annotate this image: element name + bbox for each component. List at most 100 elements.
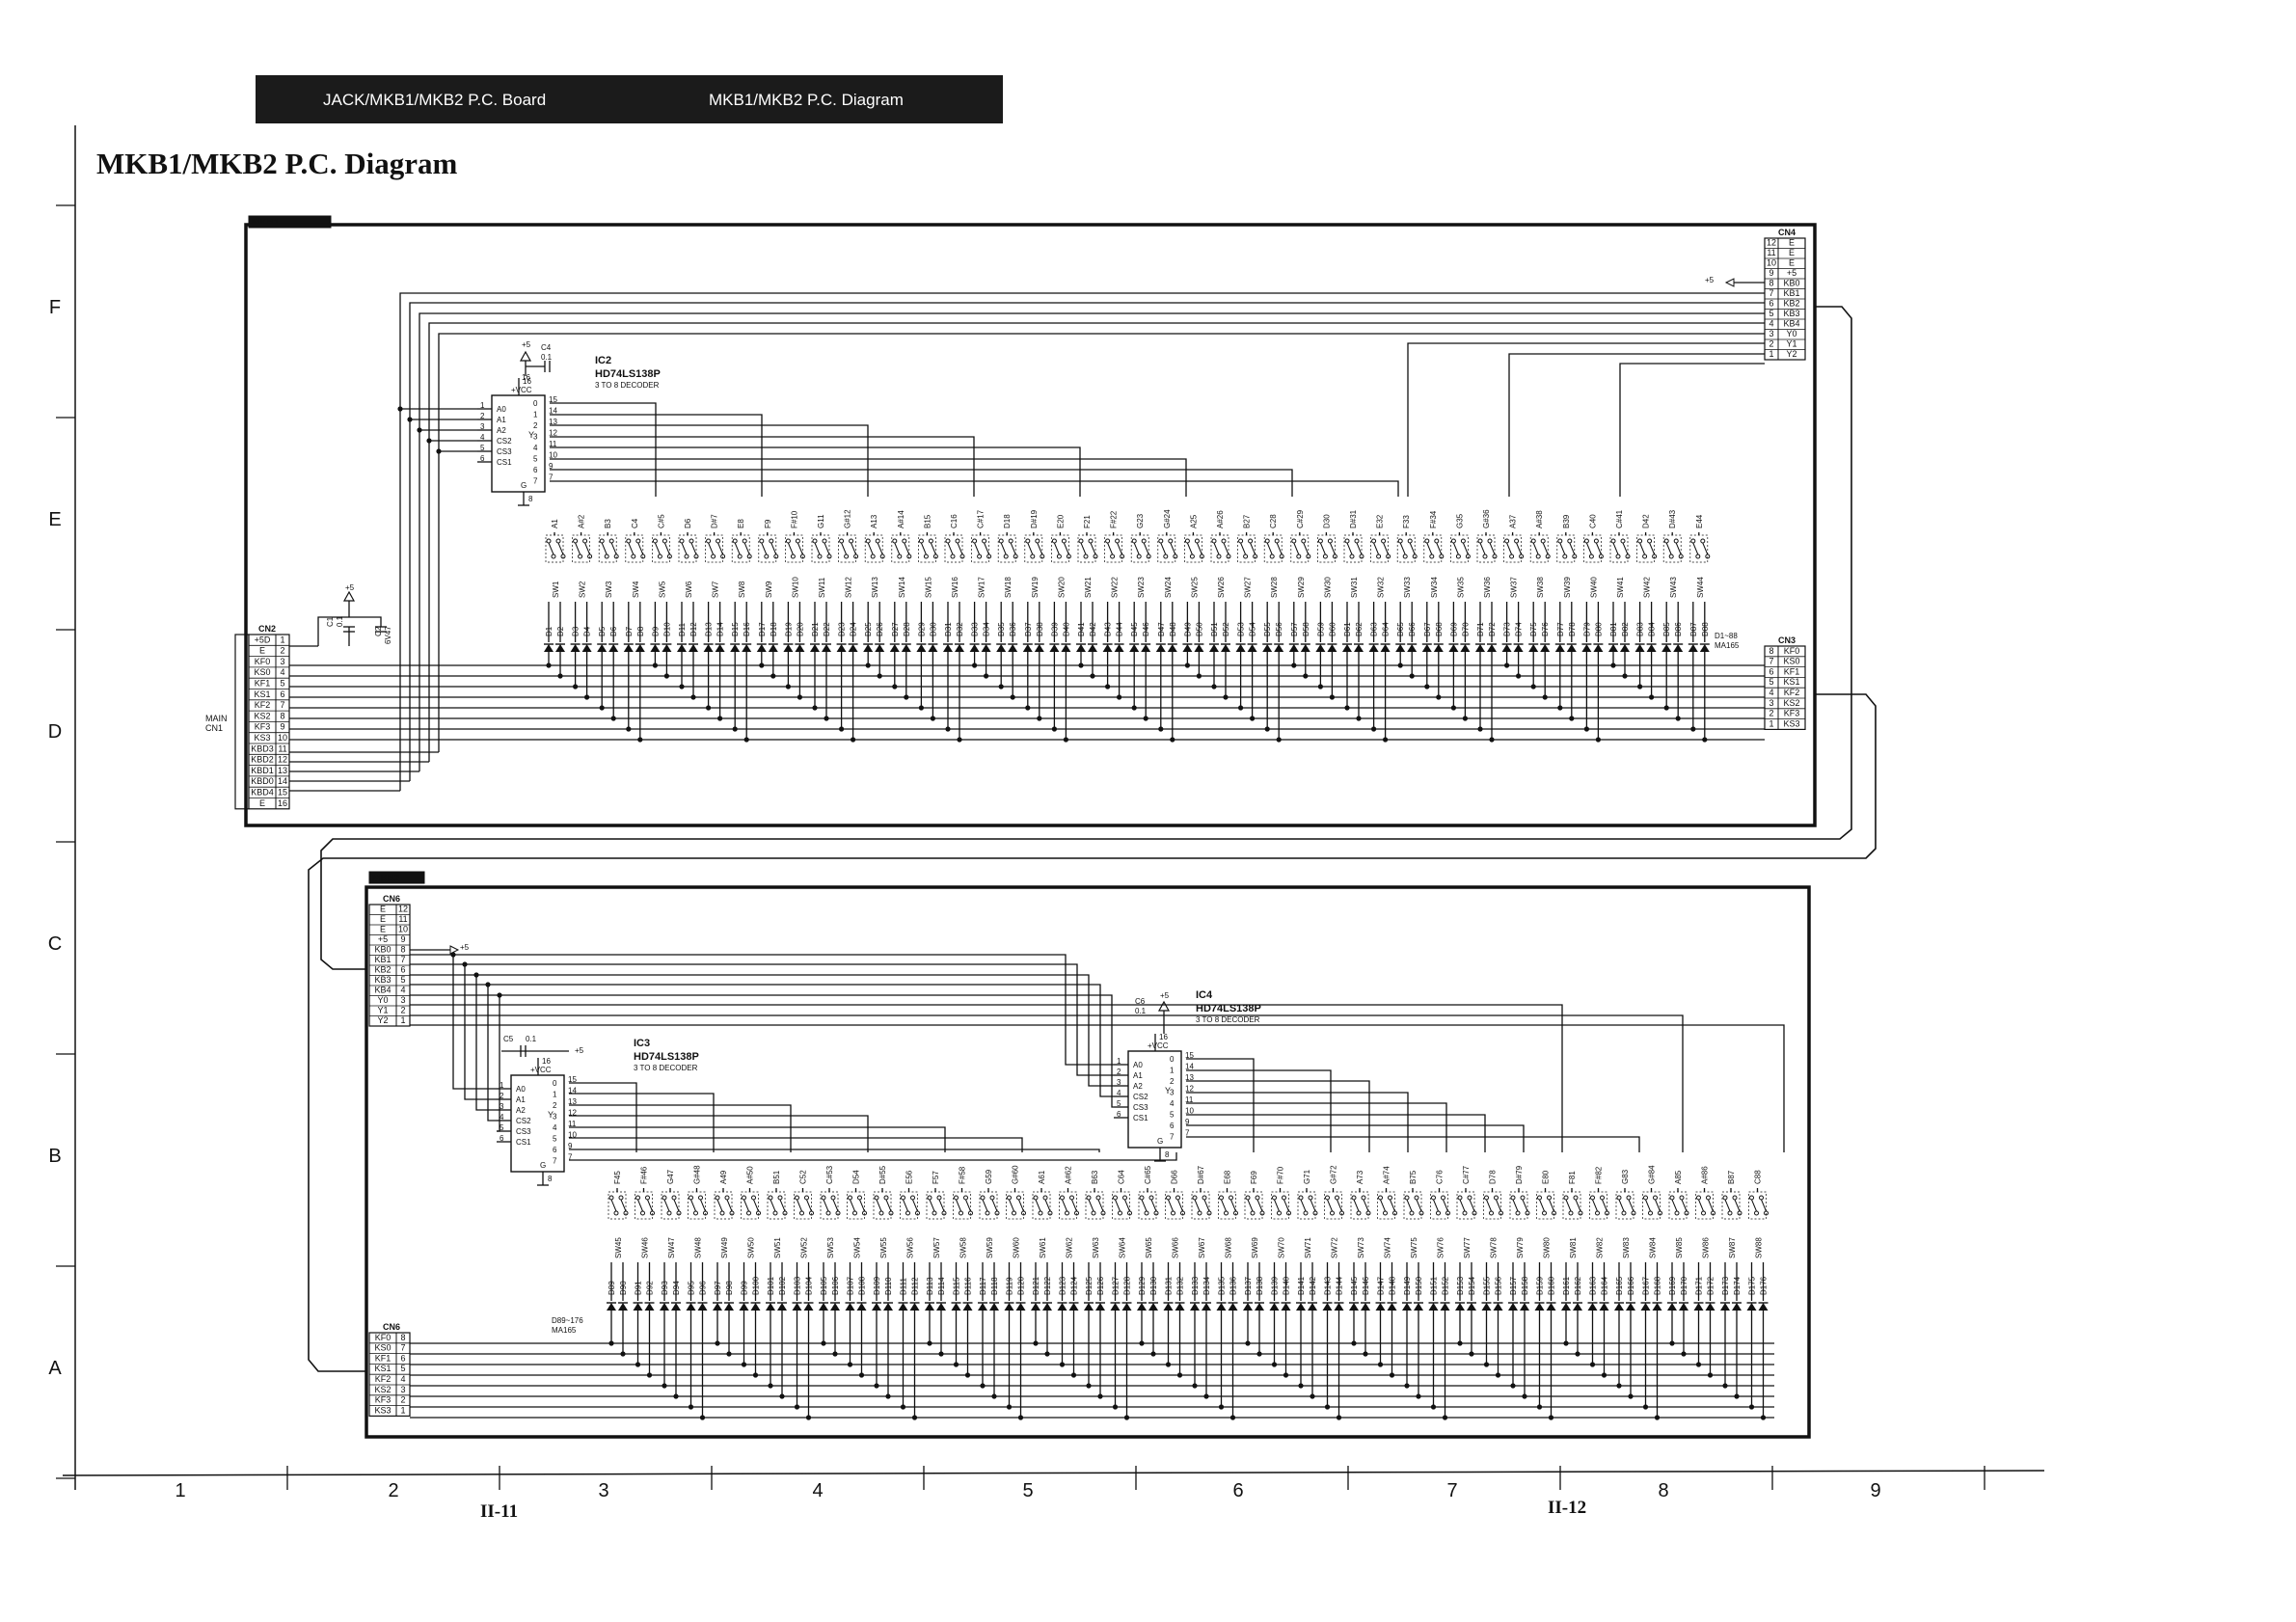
mkb2-switch-outline [926, 1191, 945, 1220]
mkb2-switch-contact [1414, 1195, 1419, 1201]
mkb1-switch-contact [1450, 538, 1456, 544]
cn6-bottom-pin-num: 8 [400, 1333, 405, 1342]
mkb1-switch-blade [1692, 542, 1699, 555]
mkb1-switch-blade [743, 542, 750, 555]
mkb2-switch-contact [985, 1210, 990, 1216]
mkb2-diode [1626, 1303, 1635, 1311]
mkb1-switch-outline [545, 534, 564, 563]
mkb1-bus-junction [1291, 662, 1297, 668]
mkb2-diode [1269, 1303, 1280, 1311]
mkb2-bus-junction [1256, 1351, 1262, 1357]
mkb1-switch-contact [662, 538, 667, 544]
ic4-output-pin: 14 [1185, 1063, 1194, 1071]
mkb1-switch-blade [1622, 542, 1629, 555]
mkb2-key-label: F#82 [1595, 1166, 1604, 1184]
mkb2-bus-junction [1430, 1404, 1437, 1410]
mkb1-diode [1460, 644, 1471, 652]
mkb2-switch-blade [1486, 1199, 1492, 1212]
mkb2-diode [1216, 1303, 1227, 1311]
mkb1-diode [1102, 644, 1113, 652]
cn6-top-pin-num: 10 [398, 925, 408, 934]
mkb2-switch-contact [1457, 1195, 1463, 1201]
mkb1-bus-junction [797, 694, 803, 700]
mkb2-switch-outline [1218, 1191, 1236, 1220]
mkb1-diode [1554, 644, 1565, 652]
mkb2-bus-junction [911, 1415, 918, 1420]
mkb1-switch-contact [1238, 538, 1244, 544]
cn2-pin-num: 2 [280, 646, 284, 656]
mkb2-switch-blade [1230, 1199, 1236, 1212]
c2-wire [317, 616, 382, 646]
mkb2-diode [1228, 1303, 1238, 1311]
mkb1-switch-blade [708, 542, 715, 555]
mkb2-switch-blade [1353, 1199, 1360, 1212]
mkb1-bus-junction [663, 673, 670, 679]
mkb2-switch-blade [663, 1199, 670, 1212]
mkb2-bus-junction [953, 1362, 959, 1367]
mkb2-switch-blade [832, 1199, 839, 1212]
mkb2-key-label: F69 [1250, 1171, 1258, 1184]
mkb2-key-label: E80 [1542, 1170, 1551, 1184]
mkb1-bus-junction [1303, 673, 1309, 679]
mkb1-switch-label: SW2 [579, 581, 587, 598]
mkb2-switch-contact [608, 1195, 614, 1201]
ic3-output-wire [569, 1082, 637, 1152]
cn6-top-pin-num: 2 [400, 1006, 405, 1015]
mkb2-bus-junction [1086, 1383, 1092, 1389]
mkb2-switch-contact [768, 1195, 773, 1201]
mkb2-switch-contact [1520, 1195, 1526, 1201]
mkb1-diode [1327, 644, 1337, 652]
mkb2-switch-label: SW73 [1357, 1237, 1365, 1258]
mkb1-diode [822, 644, 831, 652]
mkb2-bus-junction [1097, 1393, 1103, 1399]
mkb2-key-label: A#86 [1701, 1166, 1710, 1184]
mkb2-switch-contact [1573, 1195, 1579, 1201]
mkb1-switch-contact [1184, 538, 1190, 544]
mkb1-switch-label: SW18 [1004, 577, 1013, 598]
mkb2-switch-outline [741, 1191, 759, 1220]
mkb1-switch-contact [1530, 538, 1536, 544]
mkb1-switch-outline [731, 534, 750, 563]
mkb2-key-label: E68 [1224, 1170, 1232, 1184]
mkb1-switch-contact [1264, 538, 1270, 544]
mkb1-switch-contact [1163, 554, 1169, 559]
ic2-output-label: 6 [533, 466, 538, 474]
mkb1-key-label: F#22 [1110, 510, 1119, 528]
mkb2-switch-contact [1494, 1195, 1499, 1201]
mkb1-diode [608, 644, 619, 652]
mkb2-switch-contact [1643, 1195, 1648, 1201]
mkb1-key-label: C#17 [977, 509, 986, 528]
mkb2-switch-contact [1139, 1195, 1145, 1201]
mkb1-bus-junction [1663, 705, 1669, 711]
mkb2-switch-contact [1144, 1210, 1149, 1216]
mkb2-switch-contact [1510, 1195, 1516, 1201]
mkb1-diode [810, 644, 820, 652]
mkb1-diode-part: MA165 [1715, 641, 1740, 650]
mkb1-diode [1262, 644, 1273, 652]
mkb2-switch-contact [795, 1195, 799, 1201]
mkb2-switch-contact [1616, 1195, 1622, 1201]
mkb1-switch-contact [1078, 538, 1084, 544]
mkb1-bus-junction [972, 662, 978, 668]
mkb1-switch-label: SW28 [1270, 577, 1279, 598]
mkb2-switch-label: SW52 [800, 1237, 809, 1258]
mkb1-switch-outline [1157, 534, 1176, 563]
mkb2-switch-contact [1467, 1195, 1472, 1201]
mkb2-diode [830, 1303, 840, 1311]
mkb1-bus-junction [1371, 726, 1377, 732]
ic4-output-wire [1186, 1080, 1370, 1152]
mkb1-switch-label: SW16 [951, 577, 959, 598]
mkb2-key-label: F#46 [640, 1166, 649, 1184]
ic4-output-wire [1186, 1092, 1409, 1152]
mkb2-key-label: F#70 [1277, 1166, 1285, 1184]
mkb2-switch-contact [1245, 1195, 1251, 1201]
mkb2-switch-blade [1708, 1199, 1714, 1212]
mkb2-diode [962, 1303, 973, 1311]
mkb1-switch-label: SW17 [978, 577, 986, 598]
mkb1-switch-contact [918, 538, 924, 544]
ic2-output-wire [550, 424, 869, 497]
cn6-top-pin-num: 5 [400, 975, 405, 985]
mkb1-switch-label: SW21 [1084, 577, 1093, 598]
mkb1-diode [1620, 644, 1630, 652]
ic2-desc: 3 TO 8 DECODER [595, 381, 660, 390]
